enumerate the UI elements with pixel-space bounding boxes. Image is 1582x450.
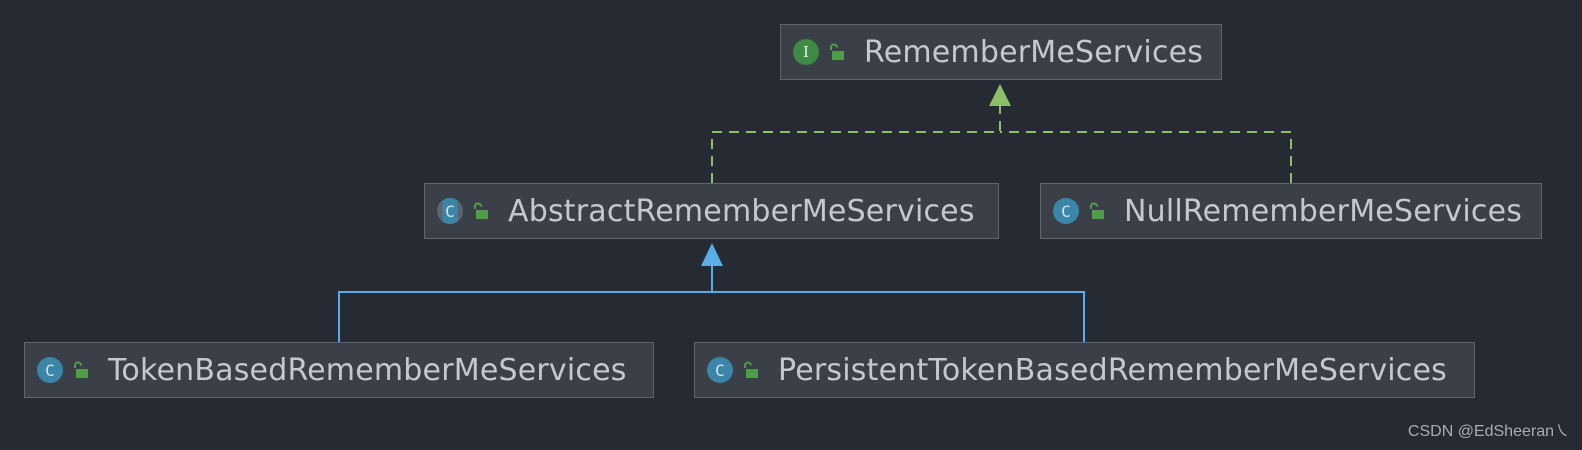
open-lock-icon [74,361,88,378]
edge-null-to-interface [1000,131,1292,183]
node-label: PersistentTokenBasedRememberMeServices [778,352,1447,388]
node-abstract-remember-me-services[interactable]: C AbstractRememberMeServices [424,183,999,239]
open-lock-icon [1090,202,1104,219]
watermark: CSDN @EdSheeran㇏ [1407,423,1570,440]
abstract-class-icon: C [437,198,463,224]
node-label: TokenBasedRememberMeServices [108,352,627,388]
edge-abstract-to-interface [711,104,1001,183]
node-null-remember-me-services[interactable]: C NullRememberMeServices [1040,183,1542,239]
open-lock-icon [830,43,844,60]
class-icon: C [707,357,733,383]
interface-icon: I [793,39,819,65]
node-remember-me-services[interactable]: I RememberMeServices [780,24,1222,80]
class-icon: C [1053,198,1079,224]
implements-edges [711,104,1292,183]
node-persistent-token-based-remember-me-services[interactable]: C PersistentTokenBasedRememberMeServices [694,342,1475,398]
node-label: RememberMeServices [864,34,1204,70]
node-label: AbstractRememberMeServices [508,193,975,229]
node-label: NullRememberMeServices [1124,193,1523,229]
extends-edges [338,264,1085,342]
implements-arrowhead [989,84,1011,106]
edge-token-to-abstract [338,264,713,342]
class-icon: C [37,357,63,383]
edge-persistent-to-abstract [712,291,1085,342]
open-lock-icon [744,361,758,378]
extends-arrowhead [701,243,723,266]
node-token-based-remember-me-services[interactable]: C TokenBasedRememberMeServices [24,342,654,398]
open-lock-icon [474,202,488,219]
